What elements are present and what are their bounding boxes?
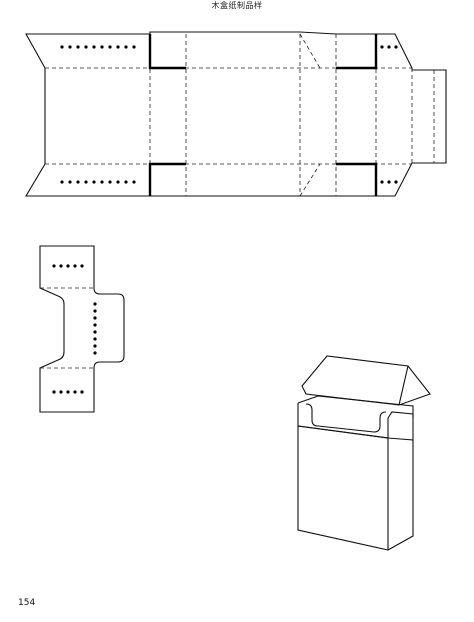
collar-perforation-top (52, 264, 84, 268)
main-fold-diag-bottom (299, 163, 321, 197)
perforation-row-bottom-right (380, 180, 398, 184)
perforation-row-top-right (380, 45, 398, 49)
box-back-top (297, 395, 414, 418)
main-box-dieline (25, 31, 447, 197)
box-side-face (387, 437, 414, 551)
slot-mark-1 (148, 34, 186, 70)
slot-mark-2 (148, 162, 186, 196)
perforation-row-bottom-left (60, 180, 136, 184)
main-fold-diag-top (299, 33, 321, 69)
slot-mark-4 (336, 162, 378, 196)
box-lid-fold (398, 365, 409, 406)
box-inner-collar (297, 403, 414, 440)
collar-outline (39, 245, 125, 413)
page-number: 154 (18, 598, 36, 608)
collar-perforation-vertical (93, 302, 97, 355)
page-header: 木盒纸制品样 (211, 1, 263, 10)
collar-perforation-bottom (52, 390, 84, 394)
box-lid (301, 355, 431, 406)
main-dieline-outline (25, 31, 447, 197)
inner-collar-dieline (39, 245, 125, 413)
assembled-box-view (297, 355, 431, 551)
slot-mark-3 (336, 34, 378, 70)
perforation-row-top-left (60, 45, 136, 49)
box-front-face (297, 425, 389, 551)
box-collar-cutout (305, 403, 387, 433)
